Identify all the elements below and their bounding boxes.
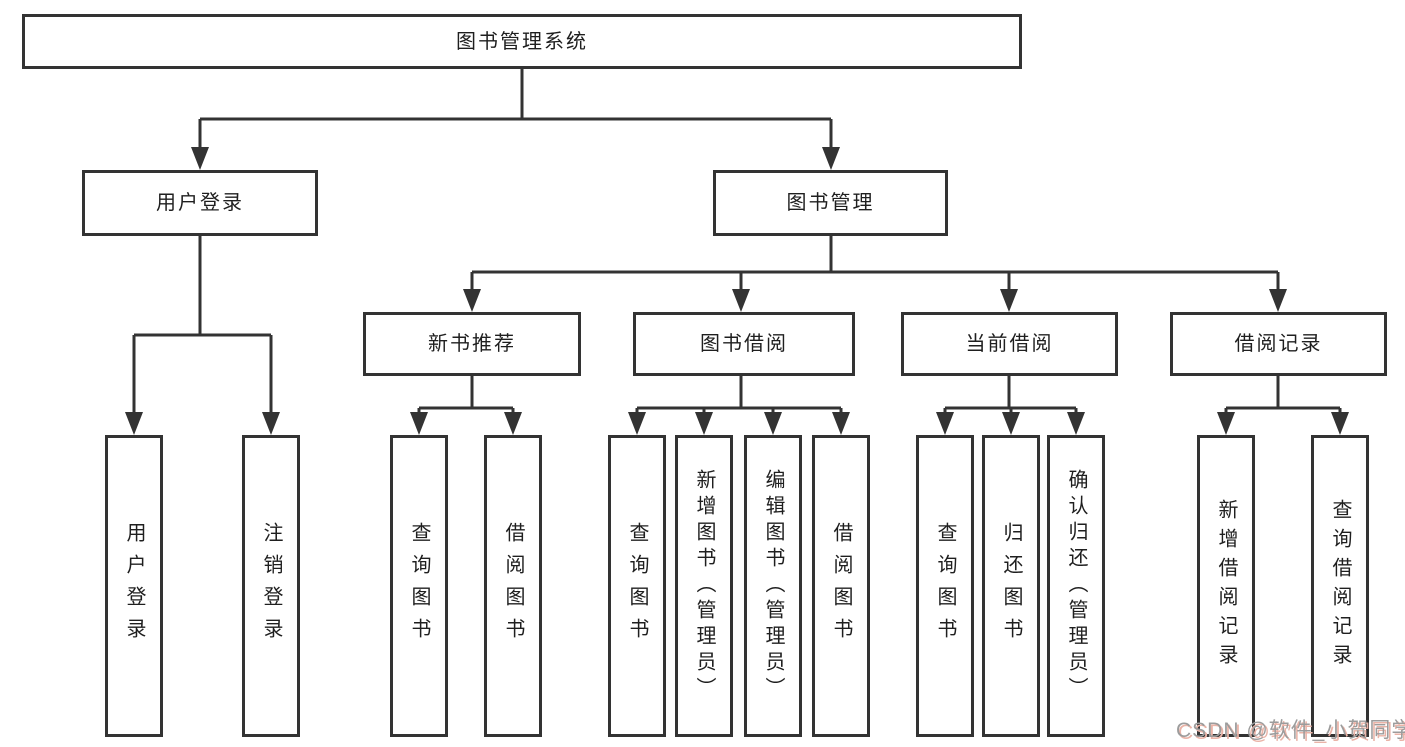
- leaf-label: 编辑图书（管理员）: [762, 469, 784, 703]
- leaf-edit-books-admin: 编辑图书（管理员）: [744, 435, 802, 737]
- leaf-query-books-current: 查询图书: [916, 435, 974, 737]
- node-label: 新书推荐: [428, 333, 516, 355]
- leaf-label: 借阅图书: [830, 522, 852, 650]
- node-label: 借阅记录: [1234, 333, 1323, 355]
- node-new-book-recommendation: 新书推荐: [363, 312, 581, 376]
- leaf-label: 新增借阅记录: [1215, 499, 1237, 673]
- node-book-borrowing: 图书借阅: [633, 312, 855, 376]
- leaf-label: 查询借阅记录: [1329, 499, 1351, 673]
- leaf-label: 查询图书: [626, 522, 648, 650]
- leaf-add-books-admin: 新增图书（管理员）: [675, 435, 733, 737]
- leaf-return-books: 归还图书: [982, 435, 1040, 737]
- leaf-user-login: 用户登录: [105, 435, 163, 737]
- leaf-borrow-books: 借阅图书: [812, 435, 870, 737]
- leaf-label: 注销登录: [260, 522, 282, 650]
- leaf-borrow-books-recommend: 借阅图书: [484, 435, 542, 737]
- node-label: 图书管理系统: [456, 30, 588, 53]
- leaf-logout-login: 注销登录: [242, 435, 300, 737]
- leaf-label: 新增图书（管理员）: [693, 469, 715, 703]
- node-user-login: 用户登录: [82, 170, 318, 236]
- leaf-label: 查询图书: [408, 522, 430, 650]
- leaf-query-borrow-record: 查询借阅记录: [1311, 435, 1369, 737]
- leaf-label: 确认归还（管理员）: [1065, 469, 1087, 703]
- csdn-watermark: CSDN @软件_小贺同学: [1176, 719, 1405, 742]
- leaf-label: 用户登录: [123, 522, 145, 650]
- leaf-label: 查询图书: [934, 522, 956, 650]
- leaf-add-borrow-record: 新增借阅记录: [1197, 435, 1255, 737]
- node-label: 当前借阅: [965, 333, 1054, 355]
- node-library-management-system: 图书管理系统: [22, 14, 1022, 69]
- node-label: 图书管理: [786, 192, 875, 214]
- leaf-label: 归还图书: [1000, 522, 1022, 650]
- node-label: 图书借阅: [700, 333, 788, 355]
- node-borrowing-records: 借阅记录: [1170, 312, 1387, 376]
- leaf-confirm-return-admin: 确认归还（管理员）: [1047, 435, 1105, 737]
- leaf-query-books-recommend: 查询图书: [390, 435, 448, 737]
- leaf-label: 借阅图书: [502, 522, 524, 650]
- node-current-borrowing: 当前借阅: [901, 312, 1118, 376]
- node-label: 用户登录: [156, 192, 244, 214]
- leaf-query-books-borrow: 查询图书: [608, 435, 666, 737]
- node-book-management: 图书管理: [713, 170, 948, 236]
